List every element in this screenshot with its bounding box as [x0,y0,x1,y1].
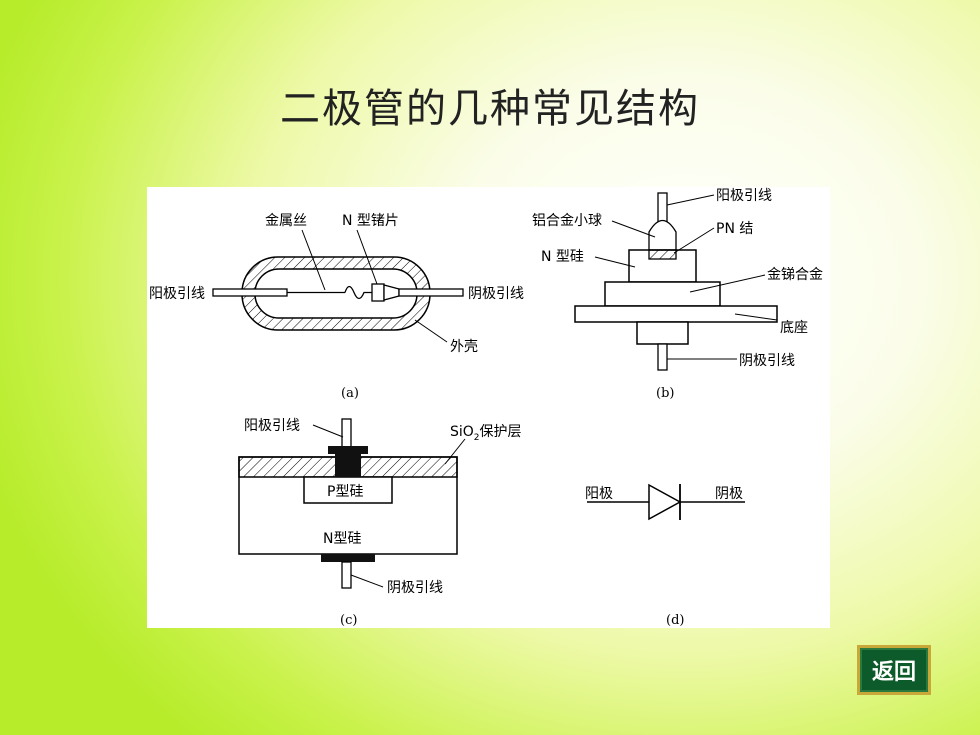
label-anode-lead-c: 阳极引线 [244,418,300,434]
leader-anode-c [312,424,344,438]
back-button[interactable]: 返回 [857,645,931,695]
leader-base [734,313,778,321]
diagram-d: 阳极 阴极 (d) [585,483,745,628]
label-base: 底座 [780,320,808,336]
au-sb-layer [604,281,721,307]
label-cathode-lead-b: 阴极引线 [739,353,795,369]
diagram-panel: 金属丝 N 型锗片 阳极引线 阴极引线 外壳 (a) 阳极引线 铝合金 [147,187,830,628]
cathode-contact [321,554,375,562]
diagram-b: 阳极引线 铝合金小球 PN 结 N 型硅 金锑合金 底座 阴极引线 (b) [532,188,823,401]
leader-cathode-c [350,574,384,588]
label-cathode: 阴极 [715,486,743,502]
leader-shell [414,319,448,343]
label-al-ball: 铝合金小球 [532,213,602,229]
leader-wire [301,229,326,291]
caption-c: (c) [340,613,357,628]
anode-contact-cap [328,446,368,454]
label-anode-lead-a: 阳极引线 [149,286,205,302]
wire-spring [344,285,374,300]
label-cathode-lead-c: 阴极引线 [387,580,443,596]
label-anode-lead-b: 阳极引线 [716,188,772,204]
diagram-a: 金属丝 N 型锗片 阳极引线 阴极引线 外壳 (a) [149,213,524,401]
leader-pn [673,227,715,254]
leader-n-si [594,256,636,268]
cathode-lead-a [398,288,464,297]
label-n-ge-chip: N 型锗片 [342,213,399,229]
label-au-sb: 金锑合金 [767,267,823,283]
base-stem [636,321,689,345]
diagram-c: 阳极引线 SiO2保护层 P型硅 N型硅 阴极引线 (c) [238,418,522,628]
leader-anode-b [666,194,715,206]
cathode-lead-b [657,343,668,371]
anode-contact [335,454,361,477]
label-cathode-lead-a: 阴极引线 [468,286,524,302]
anode-lead-a [212,288,288,297]
diode-symbol-icon [648,483,682,521]
leader-al-ball [611,220,656,238]
label-shell: 外壳 [450,338,478,355]
caption-a: (a) [341,386,359,401]
label-n-si-b: N 型硅 [541,249,584,265]
diode-structures-figure: 金属丝 N 型锗片 阳极引线 阴极引线 外壳 (a) 阳极引线 铝合金 [149,188,823,628]
label-sio2-layer: SiO2保护层 [450,424,522,443]
anode-lead-b [657,192,668,224]
label-n-si-c: N型硅 [323,531,361,547]
label-anode: 阳极 [585,486,613,502]
leader-ge [356,229,378,285]
ge-chip [371,283,385,302]
al-ball [648,219,677,251]
leader-au-sb [689,274,766,293]
label-metal-wire: 金属丝 [265,213,307,229]
base [574,305,778,323]
anode-lead-c [341,418,352,448]
caption-b: (b) [656,386,674,401]
slide-title: 二极管的几种常见结构 [280,86,700,132]
cathode-lead-c [341,561,352,589]
label-pn-junction: PN 结 [716,221,753,237]
caption-d: (d) [666,613,684,628]
leader-sio2 [444,438,466,465]
pn-junction [648,249,677,260]
label-p-si: P型硅 [327,484,363,500]
